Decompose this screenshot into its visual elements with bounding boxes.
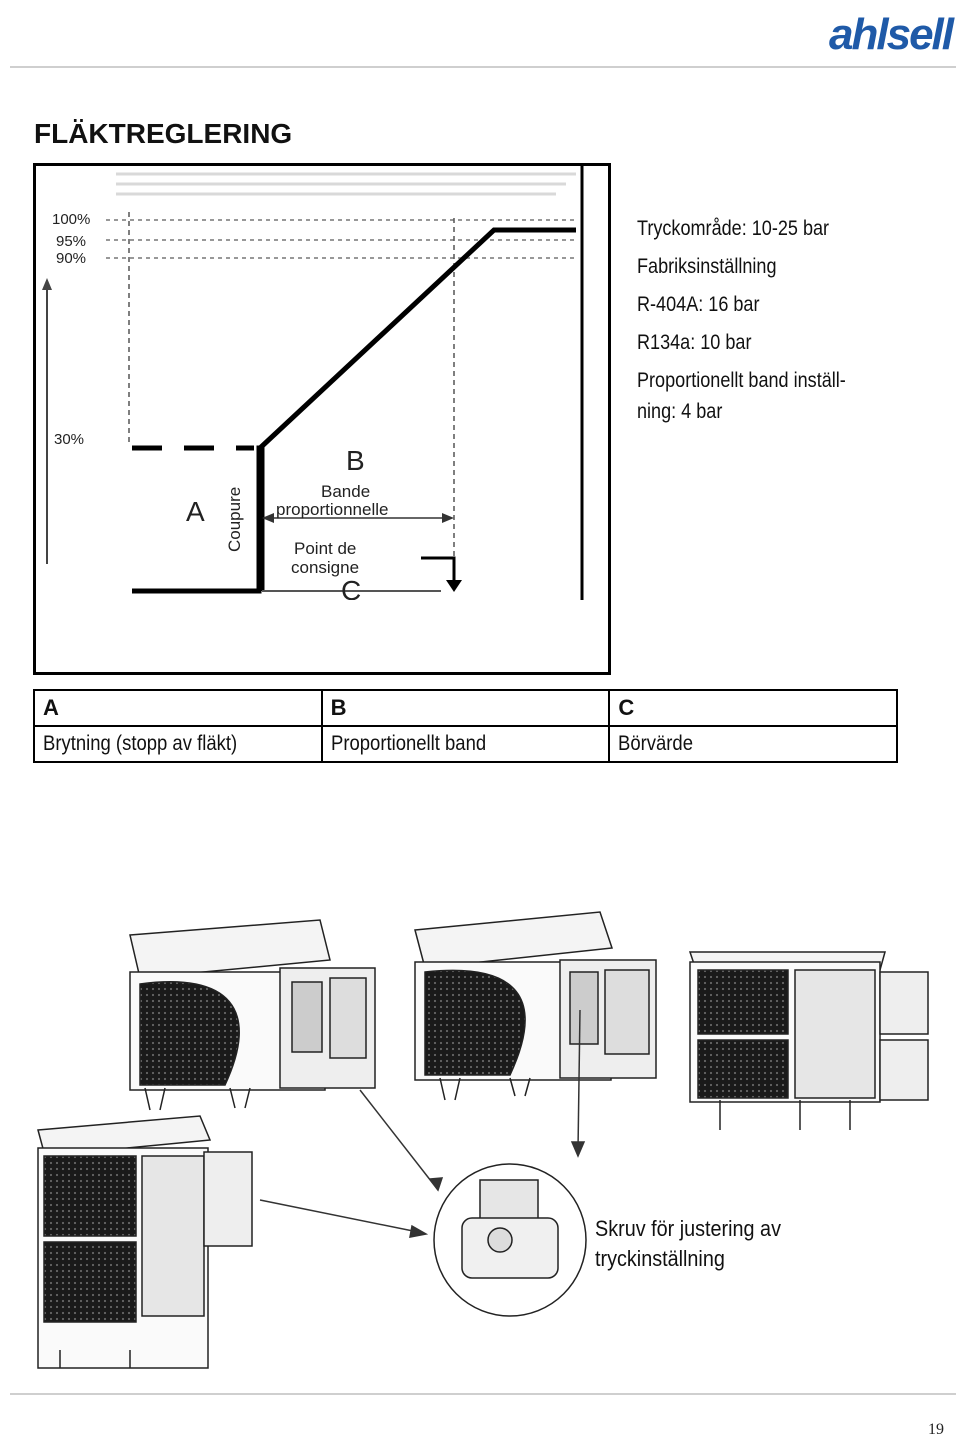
condensing-unit-4 bbox=[37, 1115, 253, 1369]
legend-header-c: C bbox=[608, 689, 898, 727]
ahlsell-logo: ahlsell bbox=[829, 10, 954, 59]
proportional-ramp bbox=[257, 227, 576, 591]
fan-control-diagram: 100% 95% 90% 30% A Coupure B Bande propo… bbox=[33, 163, 611, 675]
legend-header-row: A B C bbox=[33, 689, 898, 727]
info-line-r134a: R134a: 10 bar bbox=[637, 331, 752, 354]
coupure-label: Coupure bbox=[225, 487, 244, 552]
info-line-r404a: R-404A: 16 bar bbox=[637, 293, 760, 316]
pressure-switch-detail bbox=[433, 1163, 587, 1317]
pressure-info: Tryckområde: 10-25 bar Fabriksinställnin… bbox=[637, 210, 880, 427]
info-line-factory: Fabriksinställning bbox=[637, 255, 777, 278]
band-arrow-left bbox=[262, 513, 274, 523]
bande-label-1: Bande bbox=[321, 482, 370, 501]
y-axis-arrowhead bbox=[42, 278, 52, 290]
diagram-svg: 100% 95% 90% 30% A Coupure B Bande propo… bbox=[36, 166, 608, 672]
page-number: 19 bbox=[928, 1421, 944, 1438]
legend-value-b: Proportionellt band bbox=[330, 732, 486, 755]
zone-a-label: A bbox=[186, 496, 205, 527]
label-95: 95% bbox=[56, 233, 86, 250]
bande-label-2: proportionnelle bbox=[276, 500, 388, 519]
image-crop-area bbox=[36, 600, 608, 672]
callout-line-2: tryckinställning bbox=[595, 1246, 725, 1271]
info-line-band-2: ning: 4 bar bbox=[637, 400, 723, 423]
setpoint-arrow-line bbox=[421, 556, 456, 582]
point-label-2: consigne bbox=[291, 558, 359, 577]
label-90: 90% bbox=[56, 250, 86, 267]
band-arrow-right bbox=[442, 513, 454, 523]
zone-c-label: C bbox=[341, 575, 361, 606]
callout-line-1: Skruv för justering av bbox=[595, 1216, 781, 1241]
vertical-guides bbox=[128, 212, 455, 566]
adjustment-callout: Skruv för justering av tryckinställning bbox=[595, 1214, 802, 1274]
point-label-1: Point de bbox=[294, 539, 356, 558]
legend-header-b: B bbox=[320, 689, 611, 727]
legend-value-a: Brytning (stopp av fläkt) bbox=[43, 732, 238, 755]
label-100: 100% bbox=[52, 211, 90, 228]
unit-illustrations bbox=[37, 911, 929, 1369]
condensing-unit-2 bbox=[414, 911, 657, 1101]
footer-divider bbox=[10, 1393, 956, 1395]
pointer-arrows bbox=[259, 1009, 586, 1238]
page-title: FLÄKTREGLERING bbox=[34, 118, 293, 149]
header-divider bbox=[10, 66, 956, 68]
reference-lines bbox=[106, 219, 576, 259]
condensing-unit-3 bbox=[688, 951, 929, 1130]
legend-header-a: A bbox=[33, 689, 323, 727]
zone-b-label: B bbox=[346, 445, 365, 476]
legend-value-row: Brytning (stopp av fläkt) Proportionellt… bbox=[33, 725, 898, 763]
setpoint-arrowhead bbox=[446, 580, 462, 592]
condensing-unit-1 bbox=[129, 919, 376, 1111]
info-line-band-1: Proportionellt band inställ- bbox=[637, 369, 846, 392]
legend-value-c: Börvärde bbox=[618, 732, 694, 755]
faint-header-lines bbox=[116, 172, 576, 196]
info-line-range: Tryckområde: 10-25 bar bbox=[637, 217, 830, 240]
legend-table: A B C Brytning (stopp av fläkt) Proporti… bbox=[33, 689, 898, 763]
label-30: 30% bbox=[54, 431, 84, 448]
